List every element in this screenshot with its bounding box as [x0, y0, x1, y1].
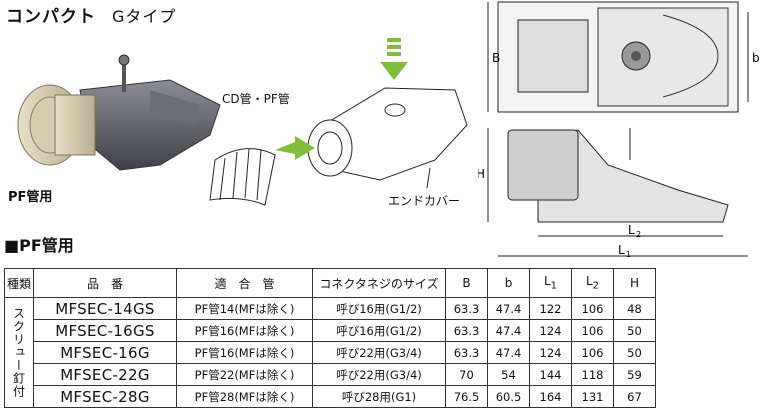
l1-cell: 144 [529, 363, 572, 386]
h-cell: 67 [613, 385, 656, 408]
dim-l1: L [618, 243, 625, 257]
l1-cell: 124 [529, 319, 572, 342]
col-L2: L2 [571, 268, 614, 298]
pipe-cell: PF管16(MFは除く) [176, 319, 313, 342]
h-cell: 50 [613, 319, 656, 342]
cd-pf-label: CD管・PF管 [222, 92, 290, 106]
l1-cell: 122 [529, 297, 572, 320]
h-cell: 50 [613, 341, 656, 364]
pipe-cell: PF管28(MFは除く) [176, 385, 313, 408]
dim-l2-sub: 2 [636, 230, 641, 239]
col-kind: 種類 [4, 268, 34, 298]
part-number: MFSEC-16G [33, 341, 177, 364]
col-connector: コネクタネジのサイズ [312, 268, 446, 298]
connector-cell: 呼び16用(G1/2) [312, 319, 446, 342]
section-title: ■PF管用 [4, 236, 74, 255]
connector-cell: 呼び22用(G3/4) [312, 363, 446, 386]
right-arrow-icon [275, 136, 315, 160]
col-pipe: 適 合 管 [176, 268, 313, 298]
pf-use-label: PF管用 [8, 190, 53, 205]
connector-cell: 呼び16用(G1/2) [312, 297, 446, 320]
table-row: MFSEC-16G PF管16(MFは除く) 呼び22用(G3/4) 63.3 … [5, 341, 656, 364]
part-number: MFSEC-22G [33, 363, 177, 386]
b-lower-cell: 47.4 [487, 297, 530, 320]
dim-b-upper: B [492, 51, 500, 65]
pipe-cell: PF管22(MFは除く) [176, 363, 313, 386]
title-main: コンパクト [6, 7, 96, 27]
b-lower-cell: 47.4 [487, 341, 530, 364]
pipe-cell: PF管14(MFは除く) [176, 297, 313, 320]
b-upper-cell: 70 [445, 363, 488, 386]
b-lower-cell: 60.5 [487, 385, 530, 408]
col-b: b [487, 268, 530, 298]
group-label: スクリュー釘付 [4, 297, 34, 408]
end-cover-label: エンドカバー [388, 194, 461, 208]
spec-table: 種類 品 番 適 合 管 コネクタネジのサイズ B b L1 L2 H スクリュ… [4, 268, 656, 408]
col-part: 品 番 [33, 268, 177, 298]
l2-cell: 106 [571, 341, 614, 364]
l1-cell: 124 [529, 341, 572, 364]
l1-cell: 164 [529, 385, 572, 408]
b-upper-cell: 76.5 [445, 385, 488, 408]
b-upper-cell: 63.3 [445, 297, 488, 320]
part-number: MFSEC-28G [33, 385, 177, 408]
l2-cell: 131 [571, 385, 614, 408]
table-row: MFSEC-22G PF管22(MFは除く) 呼び22用(G3/4) 70 54… [5, 363, 656, 386]
part-number: MFSEC-14GS [33, 297, 177, 320]
b-upper-cell: 63.3 [445, 341, 488, 364]
dim-l1-sub: 1 [626, 250, 631, 259]
table-row: スクリュー釘付 MFSEC-14GS PF管14(MFは除く) 呼び16用(G1… [4, 297, 656, 408]
col-L1: L1 [529, 268, 572, 298]
dim-h: H [478, 167, 485, 181]
dimension-drawing: B b H L 2 L 1 [478, 1, 760, 259]
down-arrow-icon [380, 38, 408, 80]
part-number: MFSEC-16GS [33, 319, 177, 342]
assembly-diagram [209, 38, 468, 206]
h-cell: 48 [613, 297, 656, 320]
table-row: MFSEC-28G PF管28(MFは除く) 呼び28用(G1) 76.5 60… [5, 385, 656, 408]
table-header-row: 種類 品 番 適 合 管 コネクタネジのサイズ B b L1 L2 H [4, 268, 656, 298]
connector-cell: 呼び28用(G1) [312, 385, 446, 408]
col-H: H [613, 268, 656, 298]
l2-cell: 106 [571, 319, 614, 342]
l2-cell: 118 [571, 363, 614, 386]
table-row: MFSEC-16GS PF管16(MFは除く) 呼び16用(G1/2) 63.3… [5, 319, 656, 342]
col-B: B [445, 268, 488, 298]
b-lower-cell: 54 [487, 363, 530, 386]
connector-cell: 呼び22用(G3/4) [312, 341, 446, 364]
h-cell: 59 [613, 363, 656, 386]
page-title: コンパクト Gタイプ [6, 2, 176, 27]
b-lower-cell: 47.4 [487, 319, 530, 342]
dim-b-lower: b [752, 51, 760, 65]
l2-cell: 106 [571, 297, 614, 320]
pipe-cell: PF管16(MFは除く) [176, 341, 313, 364]
b-upper-cell: 63.3 [445, 319, 488, 342]
product-photo [17, 54, 221, 171]
title-subtitle: Gタイプ [112, 7, 177, 26]
dim-l2: L [628, 223, 635, 237]
